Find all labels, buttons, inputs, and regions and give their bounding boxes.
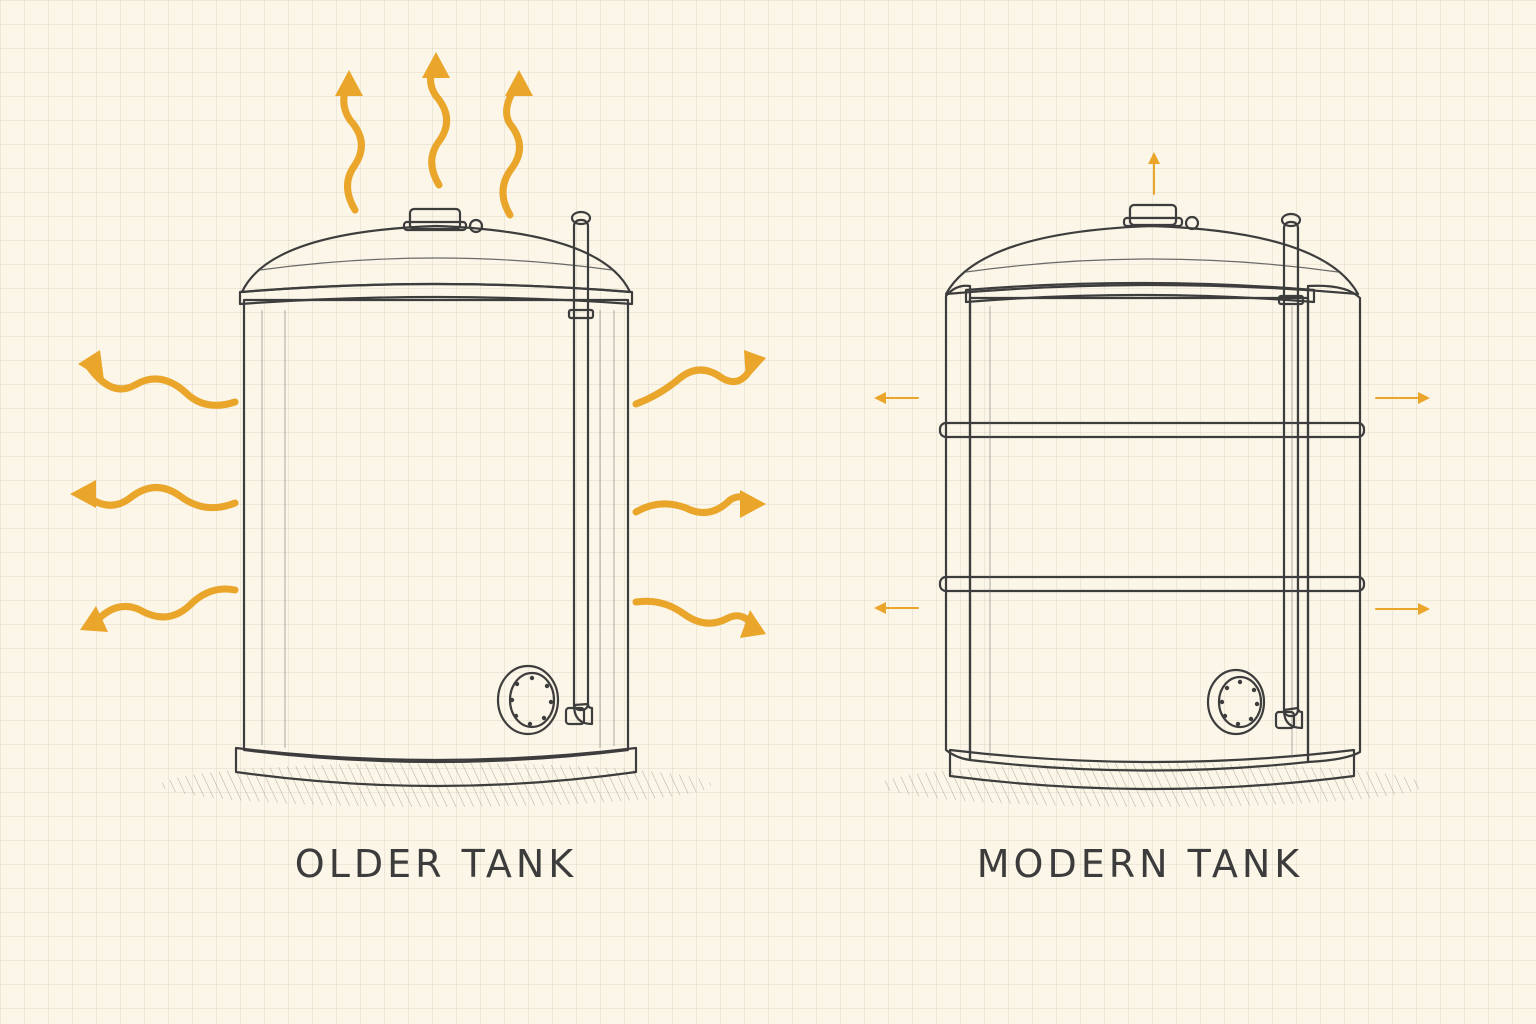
- heat-arrow-right-3: [632, 597, 760, 634]
- modern-tank-insulation-left: [944, 284, 972, 762]
- heat-arrow-left-1: [86, 364, 239, 409]
- modern-tank-ground-shadow: [880, 763, 1424, 807]
- older-tank-heat-loss-arrows: [78, 58, 760, 634]
- heat-arrow-up-2: [427, 58, 450, 189]
- modern-tank-shell: [968, 296, 1310, 772]
- older-tank-label: OLDER TANK: [294, 842, 578, 886]
- heat-arrow-up-3: [499, 78, 523, 219]
- modern-tank-top-rim: [964, 281, 1316, 304]
- older-tank-level-pipe: [564, 210, 595, 726]
- modern-tank-heat-loss-arrows: [874, 152, 1430, 615]
- modern-tank-insulation-right: [1306, 284, 1362, 764]
- heat-arrow-left-2: [78, 484, 239, 512]
- older-tank-manway: [496, 664, 560, 736]
- modern-tank-label: MODERN TANK: [976, 842, 1304, 886]
- older-tank-lifting-lug: [468, 218, 484, 234]
- older-tank-shell: [242, 298, 630, 764]
- modern-tank-level-pipe: [1274, 212, 1305, 730]
- modern-tank-lifting-lug: [1184, 215, 1200, 231]
- modern-tank-manway: [1206, 668, 1266, 736]
- older-tank: [161, 207, 711, 807]
- older-tank-arrowheads: [70, 52, 766, 638]
- older-tank-base-ring: [234, 746, 638, 788]
- older-tank-dome-roof: [240, 224, 632, 294]
- heat-arrow-up-1: [340, 78, 365, 214]
- heat-arrow-left-3: [88, 585, 239, 630]
- heat-arrow-right-2: [632, 493, 760, 516]
- modern-tank-dome-roof: [944, 224, 1360, 296]
- heat-arrow-right-1: [632, 358, 758, 408]
- modern-tank-band-lower: [938, 575, 1366, 593]
- modern-tank-top-hatch: [1128, 203, 1178, 227]
- modern-tank-base-ring: [948, 748, 1356, 791]
- modern-tank: [880, 203, 1424, 807]
- modern-tank-band-upper: [938, 421, 1366, 439]
